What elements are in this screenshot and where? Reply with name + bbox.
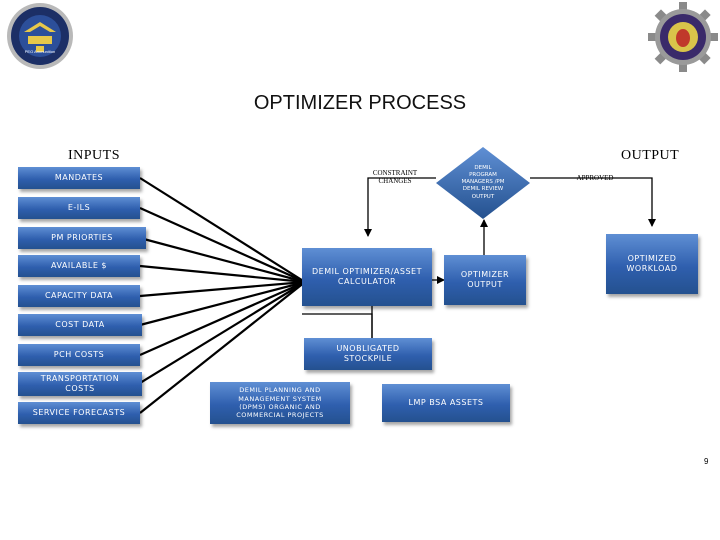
input-pm-priorities: PM PRIORTIES xyxy=(18,227,146,249)
input-mandates: MANDATES xyxy=(18,167,140,189)
optimizer-calculator-box: DEMIL OPTIMIZER/ASSET CALCULATOR xyxy=(302,248,432,306)
line-review-to-constraint xyxy=(364,177,436,237)
line-service xyxy=(139,281,306,414)
line-mandates xyxy=(139,177,306,283)
input-capacity-data: CAPACITY DATA xyxy=(18,285,140,307)
demil-review-diamond: DEMIL PROGRAM MANAGERS /PM DEMIL REVIEW … xyxy=(436,147,530,219)
page-title: OPTIMIZER PROCESS xyxy=(253,92,467,114)
optimized-workload-box: OPTIMIZED WORKLOAD xyxy=(606,234,698,294)
line-pm-priorities xyxy=(139,236,306,284)
lmp-bsa-assets-box: LMP BSA ASSETS xyxy=(382,384,510,422)
optimizer-output-box: OPTIMIZER OUTPUT xyxy=(444,255,526,305)
input-pch-costs: PCH COSTS xyxy=(18,344,140,366)
inputs-header: INPUTS xyxy=(68,148,121,163)
line-transport xyxy=(139,281,306,384)
input-available-funds: AVAILABLE $ xyxy=(18,255,140,277)
approved-label: APPROVED xyxy=(576,174,614,182)
input-cost-data: COST DATA xyxy=(18,314,142,336)
line-review-to-approved xyxy=(530,177,656,227)
line-capacity xyxy=(139,280,306,298)
line-available xyxy=(139,264,306,284)
peo-logo-text: PEO Ammunition xyxy=(24,49,56,54)
output-header: OUTPUT xyxy=(621,148,680,163)
constraint-changes-label: CONSTRAINT CHANGES xyxy=(372,169,418,186)
line-unobligated-to-calc xyxy=(302,313,373,338)
dpms-box: DEMIL PLANNING AND MANAGEMENT SYSTEM (DP… xyxy=(210,382,350,424)
line-cost xyxy=(139,280,306,327)
unobligated-stockpile-box: UNOBLIGATED STOCKPILE xyxy=(304,338,432,370)
input-e-ils: E-ILS xyxy=(18,197,140,219)
input-transportation-costs: TRANSPORTATION COSTS xyxy=(18,372,142,396)
peo-ammunition-logo: PEO Ammunition xyxy=(6,2,74,70)
line-eils xyxy=(139,206,306,284)
gear-seal-logo xyxy=(648,2,718,72)
demil-review-text: DEMIL PROGRAM MANAGERS /PM DEMIL REVIEW … xyxy=(461,165,505,200)
page-number: 9 xyxy=(704,457,709,466)
input-service-forecasts: SERVICE FORECASTS xyxy=(18,402,140,424)
line-pch xyxy=(139,280,306,357)
